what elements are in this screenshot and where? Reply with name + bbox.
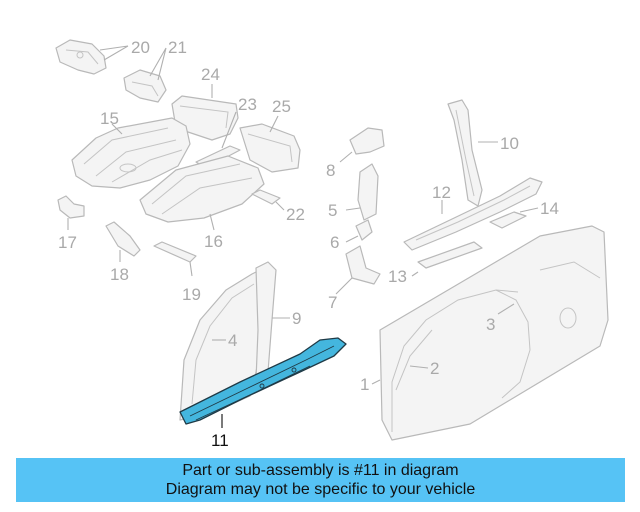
parts-diagram: 20 21 24 15 23 25 16 22: [55, 38, 609, 450]
callout-14: 14: [540, 199, 559, 218]
callout-21: 21: [168, 38, 187, 57]
part-19-bar: [153, 241, 197, 263]
part-1-body-side: [379, 225, 609, 441]
part-20-bracket: [55, 39, 107, 75]
part-3-quarter-panel: [495, 261, 601, 399]
callout-19: 19: [182, 285, 201, 304]
part-24-panel: [171, 95, 239, 141]
part-5-reinforcement: [357, 163, 379, 221]
part-22-bracket: [251, 189, 281, 205]
callout-2: 2: [430, 359, 439, 378]
info-banner: Part or sub-assembly is #11 in diagram D…: [16, 458, 625, 502]
part-21-bracket: [123, 69, 167, 103]
callout-12: 12: [432, 183, 451, 202]
part-9-b-pillar: [255, 261, 277, 381]
callout-18: 18: [110, 265, 129, 284]
callout-13: 13: [388, 267, 407, 286]
callout-10: 10: [500, 134, 519, 153]
part-14-plate: [489, 211, 527, 229]
part-12-rail: [403, 177, 543, 251]
banner-line-2: Diagram may not be specific to your vehi…: [165, 481, 476, 498]
callout-11: 11: [211, 431, 229, 450]
part-10-pillar: [447, 99, 483, 207]
callout-8: 8: [326, 161, 335, 180]
callout-16: 16: [204, 232, 223, 251]
callout-5: 5: [328, 201, 337, 220]
part-8-bracket: [349, 127, 385, 155]
part-6-clip: [355, 219, 373, 241]
part-11-rocker-panel: [179, 337, 347, 425]
part-18-reinforcement: [105, 221, 141, 257]
callout-17: 17: [58, 233, 77, 252]
callout-22: 22: [286, 205, 305, 224]
part-15-front-floor: [71, 117, 191, 189]
callout-1: 1: [360, 375, 369, 394]
callout-4: 4: [228, 331, 237, 350]
callout-23: 23: [238, 95, 257, 114]
part-17-bracket: [57, 195, 85, 219]
part-25-rear-panel: [239, 123, 301, 173]
callout-15: 15: [100, 109, 119, 128]
callout-9: 9: [292, 309, 301, 328]
callout-20: 20: [131, 38, 150, 57]
callout-7: 7: [328, 293, 337, 312]
callout-6: 6: [330, 233, 339, 252]
callout-24: 24: [201, 65, 220, 84]
part-13-reinforcement: [417, 241, 483, 269]
callout-3: 3: [486, 315, 495, 334]
callout-25: 25: [272, 97, 291, 116]
banner-line-1: Part or sub-assembly is #11 in diagram: [182, 462, 459, 479]
